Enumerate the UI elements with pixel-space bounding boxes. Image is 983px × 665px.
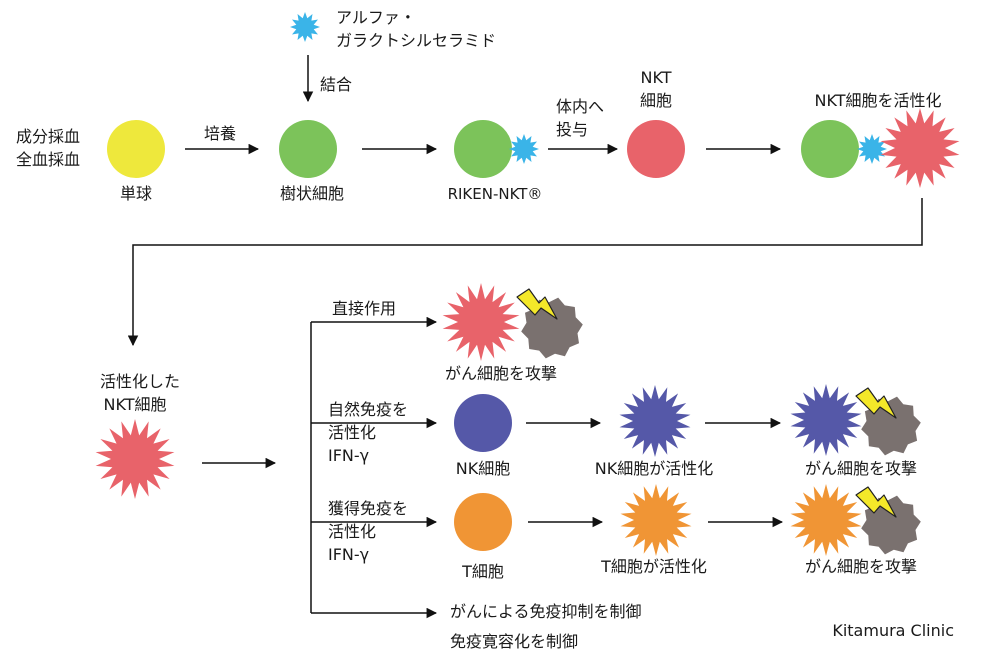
t-attack-label: がん細胞を攻撃	[805, 557, 917, 576]
nkt-cell-label-line1: NKT	[641, 68, 672, 87]
nk-activated-label: NK細胞が活性化	[595, 459, 713, 478]
presenting-dendritic-cell	[801, 120, 859, 178]
monocyte-label: 単球	[120, 184, 152, 203]
nkt-cell-label-line2: 細胞	[640, 91, 672, 110]
lightning-bolt-icon-3	[855, 486, 897, 518]
dendritic-cell	[279, 120, 337, 178]
t-activated-label: T細胞が活性化	[600, 557, 707, 576]
nk-attack-star-icon	[790, 384, 862, 456]
activated-nkt-icon	[95, 419, 175, 499]
riken-nkt-cell	[454, 120, 512, 178]
nk-cell	[454, 394, 512, 452]
activated-nkt-star-icon	[880, 108, 960, 188]
t-attack-star-icon	[790, 484, 862, 556]
innate-label-line2: 活性化	[328, 423, 376, 442]
direct-attack-label: がん細胞を攻撃	[445, 364, 557, 383]
t-activated-star-icon	[620, 484, 692, 556]
administer-label-line2: 投与	[556, 120, 588, 139]
activated-nkt-label-line2: NKT細胞	[104, 395, 167, 414]
blood-collection-label-line1: 成分採血	[16, 127, 80, 146]
lightning-bolt-icon-1	[516, 288, 558, 320]
monocyte-cell	[107, 120, 165, 178]
acquired-label-line2: 活性化	[328, 522, 376, 541]
alpha-galcer-label-line1: アルファ・	[336, 8, 416, 27]
nk-attack-label: がん細胞を攻撃	[805, 459, 917, 478]
direct-nkt-star-icon	[442, 283, 520, 361]
connector-loop-down	[127, 198, 923, 347]
clinic-name: Kitamura Clinic	[832, 621, 954, 640]
direct-action-label: 直接作用	[332, 299, 396, 318]
presenting-alpha-galcer-icon	[857, 134, 887, 164]
bind-label: 結合	[320, 75, 352, 94]
acquired-label-line3: IFN-γ	[328, 545, 369, 564]
innate-label-line1: 自然免疫を	[328, 400, 408, 419]
riken-nkt-label: RIKEN-NKT®	[448, 185, 543, 203]
labels: アルファ・ ガラクトシルセラミド 結合 成分採血 全血採血 単球 培養 樹状細胞…	[16, 8, 954, 651]
nk-activated-star-icon	[619, 385, 691, 457]
nkt-cell	[627, 120, 685, 178]
innate-label-line3: IFN-γ	[328, 446, 369, 465]
administer-label-line1: 体内へ	[556, 97, 604, 116]
riken-alpha-galcer-icon	[509, 134, 539, 164]
t-cell-label: T細胞	[461, 562, 504, 581]
lightning-bolt-icon-2	[855, 387, 897, 419]
culture-label: 培養	[204, 124, 236, 143]
dendritic-cell-label: 樹状細胞	[280, 184, 344, 203]
t-cell	[454, 493, 512, 551]
acquired-label-line1: 獲得免疫を	[328, 499, 408, 518]
arrows	[127, 55, 923, 619]
nkt-activate-label: NKT細胞を活性化	[815, 91, 942, 110]
immune-tolerance-label: 免疫寛容化を制御	[450, 632, 578, 651]
activated-nkt-label-line1: 活性化した	[100, 372, 180, 391]
immune-suppression-label: がんによる免疫抑制を制御	[450, 602, 642, 621]
alpha-galcer-label-line2: ガラクトシルセラミド	[336, 31, 496, 50]
nk-cell-label: NK細胞	[456, 459, 510, 478]
blood-collection-label-line2: 全血採血	[16, 150, 80, 169]
alpha-galcer-icon	[290, 12, 320, 42]
cells	[95, 12, 960, 556]
